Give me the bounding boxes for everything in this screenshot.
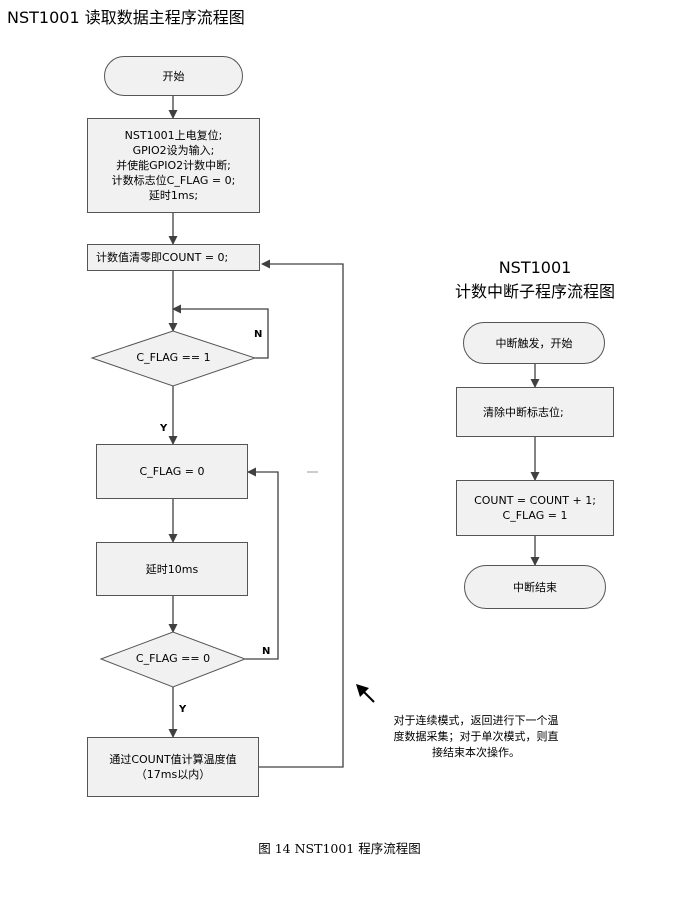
init-step-text: NST1001上电复位; GPIO2设为输入; 并使能GPIO2计数中断; 计数…	[111, 129, 236, 202]
delay-step: 延时10ms	[96, 542, 248, 596]
page-title: NST1001 读取数据主程序流程图	[7, 8, 245, 27]
delay-text: 延时10ms	[145, 562, 199, 576]
interrupt-update-text: COUNT = COUNT + 1; C_FLAG = 1	[474, 494, 596, 522]
label-y-1: Y	[160, 423, 168, 434]
start-label: 开始	[162, 69, 185, 83]
figure-caption: 图 14 NST1001 程序流程图	[258, 841, 421, 856]
loop-n-decision1	[172, 304, 269, 359]
loop-return	[259, 259, 344, 768]
decision-diamond-1	[90, 330, 257, 387]
decision-2-label: C_FLAG == 0	[135, 652, 211, 665]
interrupt-start-label: 中断触发，开始	[495, 336, 573, 350]
label-n-2: N	[262, 646, 271, 657]
set-flag-step: C_FLAG = 0	[96, 444, 248, 499]
loop-note: 对于连续模式，返回进行下一个温 度数据采集；对于单次模式，则直 接结束本次操作。	[393, 714, 559, 759]
decision-diamond-2	[99, 631, 247, 688]
clear-count-step: 计数值清零即COUNT = 0;	[87, 244, 260, 271]
interrupt-update-step: COUNT = COUNT + 1; C_FLAG = 1	[456, 480, 614, 536]
label-y-2: Y	[179, 704, 187, 715]
clear-count-text: 计数值清零即COUNT = 0;	[96, 251, 229, 264]
calc-temp-text: 通过COUNT值计算温度值 （17ms以内）	[109, 753, 237, 781]
label-n-1: N	[254, 329, 263, 340]
note-pointer-arrow	[356, 684, 375, 703]
init-step: NST1001上电复位; GPIO2设为输入; 并使能GPIO2计数中断; 计数…	[87, 118, 260, 213]
interrupt-start-terminal: 中断触发，开始	[463, 322, 605, 364]
start-terminal: 开始	[104, 56, 243, 96]
interrupt-clear-text: 清除中断标志位;	[483, 405, 564, 419]
interrupt-clear-step: 清除中断标志位;	[456, 387, 614, 437]
interrupt-end-terminal: 中断结束	[464, 565, 606, 609]
interrupt-title: NST1001 计数中断子程序流程图	[454, 258, 615, 301]
interrupt-end-label: 中断结束	[513, 580, 557, 594]
loop-n-decision2	[245, 467, 279, 660]
calc-temp-step: 通过COUNT值计算温度值 （17ms以内）	[87, 737, 259, 797]
decision-1-label: C_FLAG == 1	[136, 351, 211, 364]
set-flag-text: C_FLAG = 0	[139, 465, 205, 478]
